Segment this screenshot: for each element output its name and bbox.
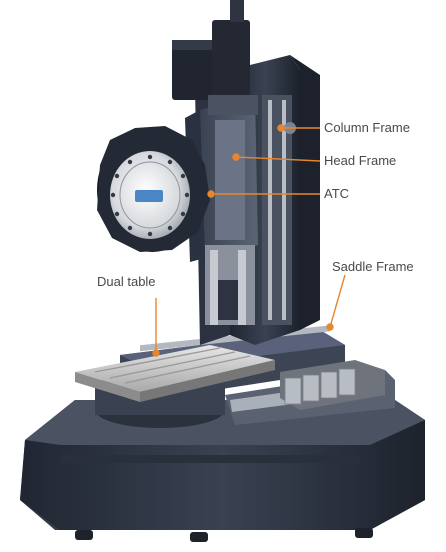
label-atc: ATC [324,186,350,201]
machine-base [20,400,425,542]
spindle [205,245,255,325]
atc-magazine [97,126,210,252]
leader-head-frame [235,156,321,162]
leader-dot-head-frame [232,153,240,161]
spindle-motor [172,0,258,115]
label-column-frame: Column Frame [324,120,410,135]
leader-saddle-frame [329,274,346,328]
label-dual-table: Dual table [97,274,156,289]
workpiece-blocks [280,360,385,410]
label-saddle-frame: Saddle Frame [332,259,414,274]
leader-dot-dual-table [152,349,160,357]
dual-table [75,345,275,402]
leader-lines [152,124,346,357]
leader-dot-atc [207,190,215,198]
label-head-frame: Head Frame [324,153,397,168]
leader-dot-saddle-frame [326,323,334,331]
leader-dot-column-frame [277,124,285,132]
